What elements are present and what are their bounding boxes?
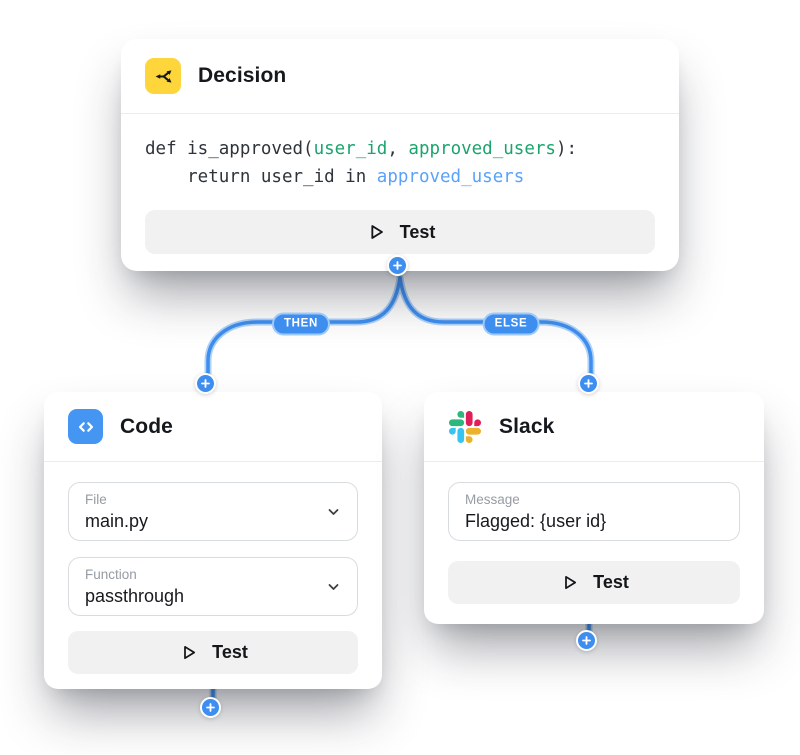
code-line: return user_id in approved_users [145, 163, 655, 191]
function-select[interactable]: Function passthrough [68, 557, 358, 616]
test-button[interactable]: Test [145, 210, 655, 254]
plus-icon [206, 703, 215, 712]
test-button[interactable]: Test [68, 631, 358, 674]
node-code-header: Code [44, 392, 382, 461]
branch-label-then: THEN [271, 312, 331, 336]
code-token: approved_users [408, 139, 556, 159]
chevron-down-icon [328, 508, 339, 515]
field-value: Flagged: {user id} [465, 511, 607, 531]
add-step-button[interactable] [576, 630, 597, 651]
node-title: Decision [198, 64, 287, 87]
code-line: def is_approved(user_id, approved_users)… [145, 135, 655, 163]
code-token: def is_approved( [145, 139, 314, 159]
branch-label-else: ELSE [482, 312, 540, 336]
play-icon [565, 575, 577, 590]
divider [121, 113, 679, 114]
add-step-button[interactable] [200, 697, 221, 718]
code-snippet: def is_approved(user_id, approved_users)… [121, 114, 679, 191]
field-value: passthrough [85, 586, 185, 606]
test-button[interactable]: Test [448, 561, 740, 604]
add-step-button[interactable] [578, 373, 599, 394]
test-button-label: Test [399, 221, 436, 242]
node-code-fields: File main.py Function passthrough [44, 462, 382, 616]
code-token: , [387, 139, 409, 159]
code-token: ): [555, 139, 578, 159]
file-select[interactable]: File main.py [68, 482, 358, 541]
play-icon [184, 645, 196, 660]
play-icon [371, 225, 383, 239]
plus-icon [393, 261, 402, 270]
node-slack-header: Slack [424, 392, 764, 461]
node-slack-fields: Message Flagged: {user id} [424, 462, 764, 541]
test-button-label: Test [212, 642, 248, 662]
plus-icon [584, 379, 593, 388]
code-brackets-icon [68, 409, 103, 444]
chevron-down-icon [328, 583, 339, 590]
slack-logo-icon [448, 410, 482, 444]
test-button-label: Test [593, 572, 629, 592]
add-step-button[interactable] [195, 373, 216, 394]
plus-icon [201, 379, 210, 388]
field-value: main.py [85, 511, 149, 531]
field-label: Message [465, 492, 520, 507]
divider [44, 461, 382, 462]
node-slack[interactable]: Slack Message Flagged: {user id} Test [424, 392, 764, 624]
code-token: approved_users [376, 167, 525, 187]
node-decision[interactable]: Decision def is_approved(user_id, approv… [121, 39, 679, 271]
node-code[interactable]: Code File main.py Function passthrough [44, 392, 382, 689]
node-decision-header: Decision [121, 39, 679, 113]
split-arrows-icon [145, 58, 181, 94]
message-field[interactable]: Message Flagged: {user id} [448, 482, 740, 541]
code-token: user_id [313, 139, 388, 159]
divider [424, 461, 764, 462]
field-label: Function [85, 567, 137, 582]
field-label: File [85, 492, 107, 507]
add-step-button[interactable] [387, 255, 408, 276]
code-token: return user_id in [145, 167, 377, 187]
plus-icon [582, 636, 591, 645]
node-title: Slack [499, 414, 555, 438]
node-title: Code [120, 414, 173, 438]
